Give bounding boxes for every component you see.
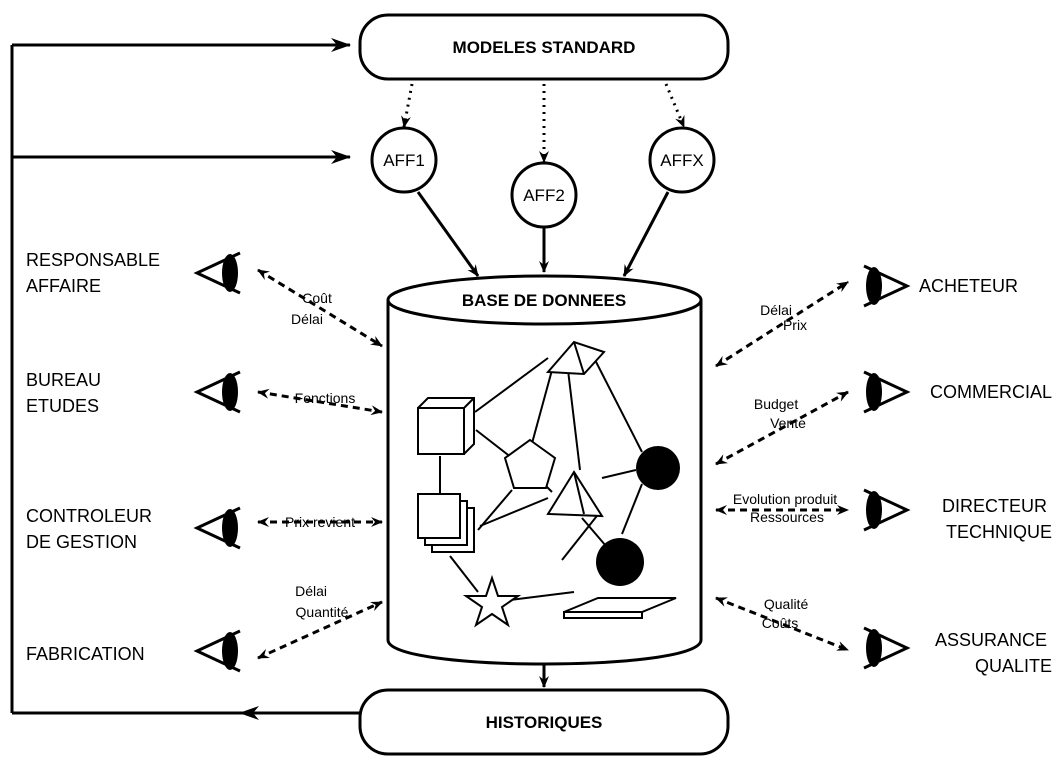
left-actor-labels: RESPONSABLE AFFAIRE BUREAU ETUDES CONTRO… bbox=[26, 250, 165, 664]
flow-label-fabrication: Délai Quantité bbox=[295, 583, 349, 620]
right-actor-eyes bbox=[863, 264, 911, 670]
flow-label-acheteur: Délai Prix bbox=[760, 302, 807, 333]
pyramid-object bbox=[545, 340, 606, 376]
eye-icon bbox=[193, 506, 241, 550]
model-to-affair-links bbox=[401, 83, 686, 163]
database-label: BASE DE DONNEES bbox=[462, 291, 626, 310]
eye-icon bbox=[863, 626, 911, 670]
aff1-label: AFF1 bbox=[383, 151, 425, 170]
flow-label-directeur-technique: Evolution produit Ressources bbox=[733, 491, 841, 525]
flow-label-assurance-qualite: Qualité Coûts bbox=[762, 596, 812, 631]
actor-label-commercial: COMMERCIAL bbox=[930, 382, 1052, 402]
aff2-label: AFF2 bbox=[523, 186, 565, 205]
actor-label-controleur-de-gestion: CONTROLEUR DE GESTION bbox=[26, 506, 157, 552]
network-links bbox=[439, 349, 643, 601]
historiques-box: HISTORIQUES bbox=[358, 688, 730, 756]
affx-label: AFFX bbox=[660, 151, 703, 170]
left-actor-eyes bbox=[193, 251, 241, 673]
actor-label-directeur-technique: DIRECTEUR TECHNIQUE bbox=[942, 496, 1052, 542]
actor-label-acheteur: ACHETEUR bbox=[919, 276, 1018, 296]
affair-to-database-links bbox=[416, 191, 670, 277]
actor-label-fabrication: FABRICATION bbox=[26, 644, 145, 664]
affair-aff2: AFF2 bbox=[510, 161, 578, 229]
affair-affx: AFFX bbox=[648, 126, 716, 194]
stacked-pages-object bbox=[417, 493, 475, 553]
modeles-standard-label: MODELES STANDARD bbox=[453, 38, 636, 57]
eye-icon bbox=[863, 488, 911, 532]
object-network bbox=[417, 340, 680, 628]
feedback-loop bbox=[10, 38, 360, 720]
tetrahedron-object bbox=[546, 470, 604, 518]
eye-icon bbox=[193, 370, 241, 414]
flow-label-commercial: Budget Vente bbox=[754, 396, 806, 431]
flow-label-controleur-de-gestion: Prix revient bbox=[285, 514, 355, 530]
eye-icon bbox=[193, 251, 241, 295]
flow-labels: Coût Délai Fonctions Prix revient Délai … bbox=[285, 290, 841, 631]
affair-aff1: AFF1 bbox=[370, 126, 438, 194]
flow-label-bureau-etudes: Fonctions bbox=[295, 390, 356, 406]
black-circle-object bbox=[636, 446, 680, 490]
eye-icon bbox=[863, 264, 911, 308]
historiques-label: HISTORIQUES bbox=[486, 713, 603, 732]
actor-label-responsable-affaire: RESPONSABLE AFFAIRE bbox=[26, 250, 165, 296]
eye-icon bbox=[193, 629, 241, 673]
star-object bbox=[462, 574, 522, 628]
flow-label-responsable-affaire: Coût Délai bbox=[291, 290, 336, 327]
pentagon-object bbox=[503, 438, 557, 489]
information-flows bbox=[257, 268, 849, 660]
network-shapes bbox=[417, 340, 680, 628]
right-actor-labels: ACHETEUR COMMERCIAL DIRECTEUR TECHNIQUE … bbox=[919, 276, 1052, 676]
eye-icon bbox=[863, 370, 911, 414]
modeles-standard-box: MODELES STANDARD bbox=[358, 13, 730, 81]
plate-object bbox=[563, 538, 677, 619]
actor-label-bureau-etudes: BUREAU ETUDES bbox=[26, 370, 106, 416]
actor-label-assurance-qualite: ASSURANCE QUALITE bbox=[935, 630, 1052, 676]
